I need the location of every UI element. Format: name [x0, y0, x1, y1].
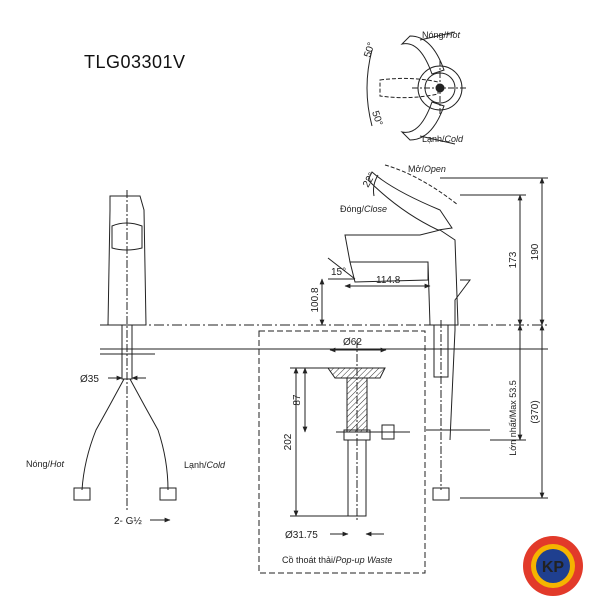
front-diameter-35: Ø35 [80, 374, 99, 385]
side-depth-370: (370) [530, 400, 541, 423]
waste-pivot-nut [381, 424, 395, 440]
logo-inner [536, 549, 570, 583]
side-angle-spout: 15° [331, 267, 346, 278]
side-max-53-5: Lớn nhất/Max 53.5 [508, 380, 518, 455]
handle-hot-position [400, 35, 445, 75]
front-faucet-body [107, 195, 147, 326]
waste-dim-202: 202 [283, 433, 294, 450]
front-thread-size: 2- G½ [114, 516, 142, 527]
side-spout-reach: 114.8 [376, 275, 401, 286]
side-spout [349, 261, 429, 283]
handle-center-outline [379, 77, 439, 99]
front-view [73, 190, 177, 523]
pop-up-waste-frame [258, 330, 426, 574]
side-height-173: 173 [508, 251, 519, 268]
front-shank [121, 324, 133, 380]
side-lever-open [384, 164, 459, 206]
side-lever-close [367, 171, 453, 231]
top-view [366, 31, 468, 145]
handle-cold-position [400, 101, 445, 141]
hose-hot [81, 378, 125, 491]
top-cold-label: Lạnh/Cold [422, 134, 464, 144]
brand-logo: KP [523, 536, 583, 596]
top-angle-hot: 50° [362, 41, 377, 59]
front-handle [111, 222, 143, 251]
top-angle-cold: 50° [369, 110, 384, 128]
pop-up-rod [449, 279, 471, 441]
side-close-label: Đóng/Close [340, 204, 387, 214]
side-open-label: Mở/Open [408, 164, 446, 174]
fitting-cold [159, 487, 177, 501]
logo-text: KP [542, 559, 565, 576]
waste-caption: Cồ thoát thải/Pop-up Waste [282, 555, 392, 565]
hose-cold [129, 378, 169, 491]
side-view [319, 164, 548, 501]
model-number: TLG03301V [84, 52, 186, 72]
front-cold-label: Lạnh/Cold [184, 460, 226, 470]
front-hot-label: Nóng/Hot [26, 459, 65, 469]
side-fitting [432, 487, 450, 501]
side-height-190: 190 [530, 243, 541, 260]
pop-up-waste [290, 340, 410, 537]
side-faucet-body [344, 229, 459, 326]
side-spout-height: 100.8 [310, 287, 321, 312]
waste-diameter-62: Ø62 [343, 337, 362, 348]
angle-arc [366, 49, 373, 127]
waste-dim-87: 87 [292, 394, 303, 406]
waste-diameter-3175: Ø31.75 [285, 530, 318, 541]
top-hot-label: Nóng/Hot [422, 30, 461, 40]
fitting-hot [73, 487, 91, 501]
